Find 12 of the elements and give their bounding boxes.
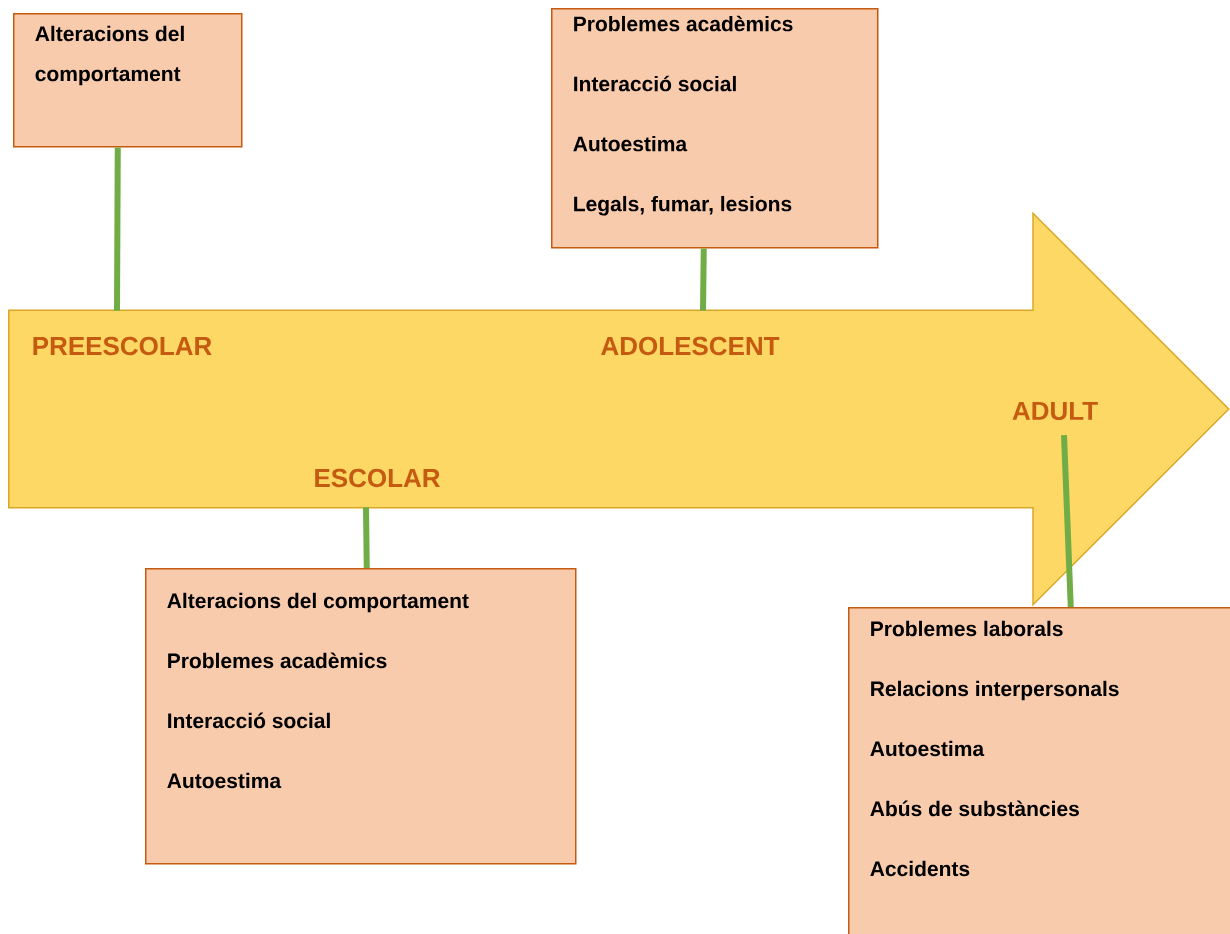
connector-line — [114, 147, 121, 311]
text-box: Alteracions del comportament Problemes acadèmics Interacció social Autoestima — [145, 568, 577, 865]
stage-label: ESCOLAR — [315, 468, 441, 488]
connector-line — [1061, 435, 1074, 608]
stage-label: PREESCOLAR — [33, 336, 212, 356]
connector-line — [700, 248, 707, 311]
text-box: Alteracions del comportament — [13, 13, 243, 148]
text-box: Problemes laborals Relacions interpersonals Autoestima Abús de substàncies Accidents — [848, 607, 1230, 934]
stage-label: ADULT — [1012, 401, 1098, 421]
text-box: Problemes acadèmics Interacció social Autoestima Legals, fumar, lesions — [551, 8, 879, 249]
stage-label: ADOLESCENT — [601, 336, 780, 356]
connector-line — [363, 507, 370, 569]
